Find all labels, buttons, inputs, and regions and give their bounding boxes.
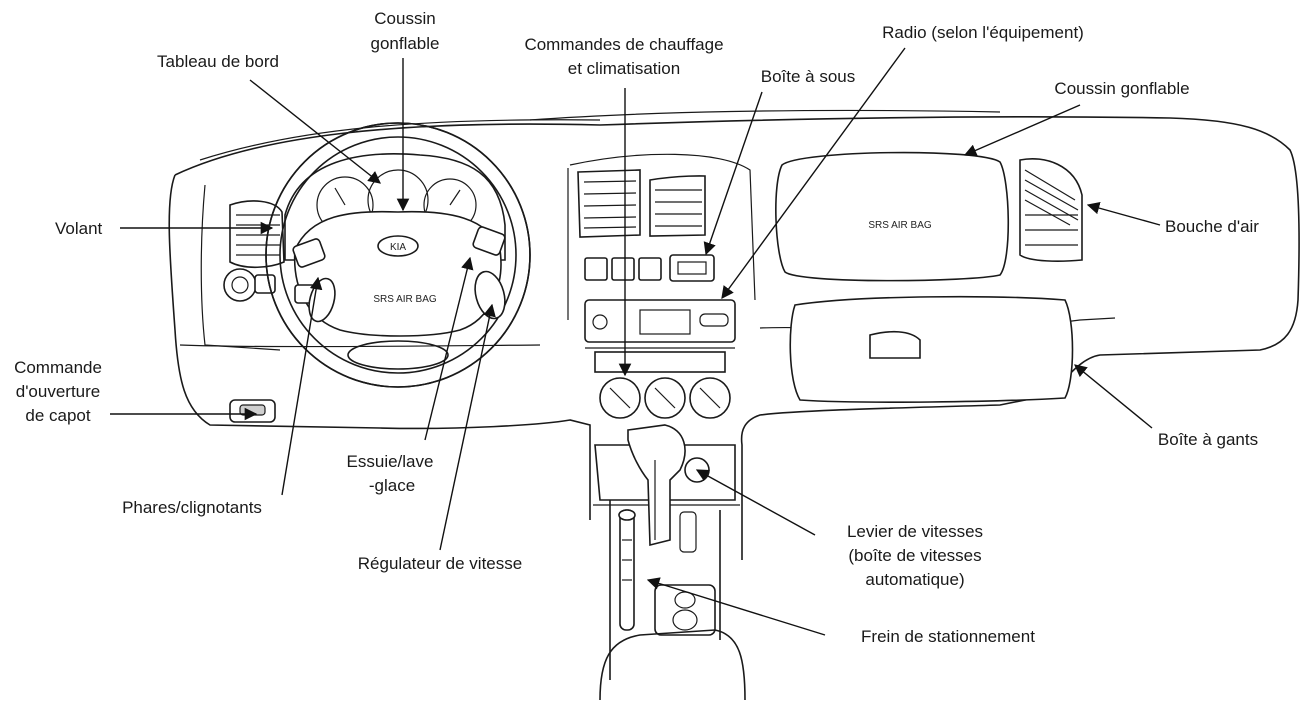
radio-unit [584, 299, 736, 373]
label-commandes-chauffage-1: Commandes de chauffage [524, 35, 723, 54]
gear-shifter [627, 424, 697, 553]
label-frein: Frein de stationnement [861, 627, 1035, 646]
label-boite-a-sous: Boîte à sous [761, 67, 856, 86]
label-essuie-glace-2: -glace [369, 476, 415, 495]
leader-lines [110, 47, 1161, 636]
label-levier-2: (boîte de vitesses [848, 546, 981, 565]
steering-wheel: KIA SRS AIR BAG [265, 122, 531, 388]
passenger-airbag-text: SRS AIR BAG [868, 220, 932, 231]
label-commande-capot-2: d'ouverture [16, 382, 101, 401]
label-commande-capot-1: Commande [14, 358, 102, 377]
steering-airbag-text: SRS AIR BAG [373, 294, 437, 305]
left-knob [223, 268, 257, 302]
label-essuie-glace-1: Essuie/lave [347, 452, 434, 471]
label-commande-capot-3: de capot [25, 406, 90, 425]
parking-brake [618, 509, 636, 631]
cup-holder [654, 584, 716, 636]
label-regulateur: Régulateur de vitesse [358, 554, 522, 573]
passenger-airbag-panel: SRS AIR BAG [775, 151, 1010, 282]
glove-box [789, 295, 1074, 403]
label-coussin-gonflable-passager: Coussin gonflable [1054, 79, 1189, 98]
label-coussin-gonflable-volant-2: gonflable [370, 34, 439, 53]
label-levier-3: automatique) [865, 570, 964, 589]
label-levier-1: Levier de vitesses [847, 522, 983, 541]
coin-box [669, 254, 715, 282]
labels: Tableau de bord Coussin gonflable Comman… [14, 9, 1259, 646]
label-coussin-gonflable-volant-1: Coussin [374, 9, 435, 28]
label-bouche-d-air: Bouche d'air [1165, 217, 1259, 236]
hood-release-handle [229, 399, 276, 423]
label-tableau-de-bord: Tableau de bord [157, 52, 279, 71]
label-commandes-chauffage-2: et climatisation [568, 59, 680, 78]
label-boite-a-gants: Boîte à gants [1158, 430, 1258, 449]
switch-row [584, 257, 662, 281]
right-air-vent [1019, 158, 1083, 262]
kia-logo-text: KIA [390, 242, 406, 253]
label-phares: Phares/clignotants [122, 498, 262, 517]
label-volant: Volant [55, 219, 103, 238]
dashboard-drawing: KIA SRS AIR BAG [168, 109, 1300, 701]
left-air-vent [229, 200, 285, 269]
center-vents [577, 169, 706, 238]
climate-knobs [599, 377, 731, 419]
label-radio: Radio (selon l'équipement) [882, 23, 1084, 42]
